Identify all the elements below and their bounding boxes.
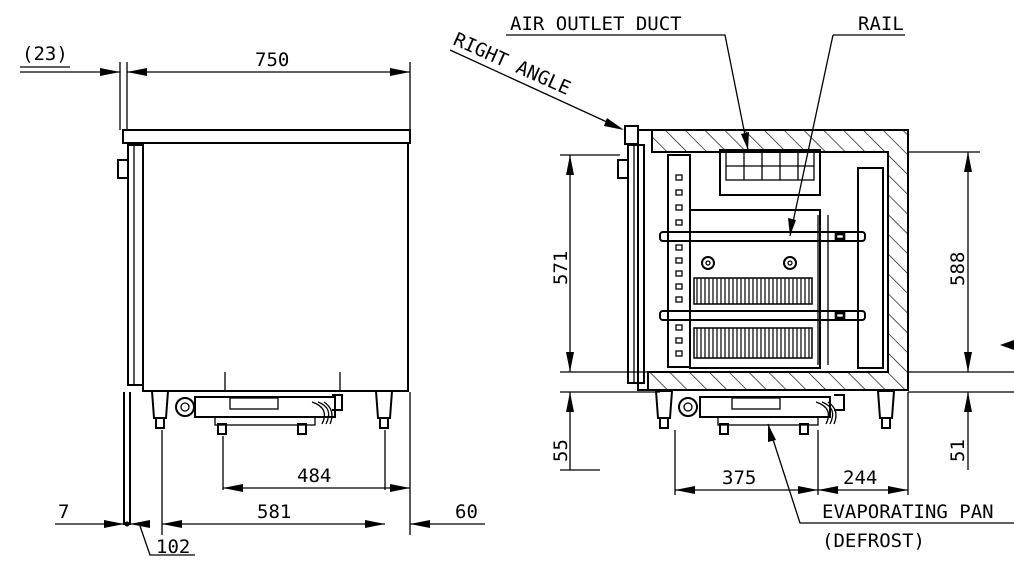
dim-7: 7 (58, 501, 69, 523)
dim-244: 244 (843, 467, 877, 489)
inner-panel (857, 167, 884, 369)
dim-484: 484 (297, 465, 331, 487)
dim-750: 750 (255, 49, 289, 71)
section-pan (699, 396, 831, 418)
rail-lower (659, 310, 866, 321)
door-handle (117, 159, 128, 179)
label-right-angle: RIGHT ANGLE (450, 28, 574, 99)
dim-375: 375 (722, 467, 756, 489)
fan-icon (783, 256, 797, 270)
door (127, 144, 144, 386)
dim-102: 102 (156, 536, 190, 558)
side-pan (194, 396, 336, 418)
right-angle-leader (449, 49, 621, 129)
section-door (627, 144, 645, 384)
right-column (817, 215, 829, 365)
air-duct-leader (506, 34, 749, 151)
rack (667, 154, 691, 368)
dim-588: 588 (947, 252, 969, 286)
dim-60: 60 (455, 501, 478, 523)
dim-51: 51 (947, 439, 969, 462)
air-outlet-duct (719, 149, 821, 196)
fan-icon (701, 256, 715, 270)
label-air-outlet-duct: AIR OUTLET DUCT (510, 13, 682, 35)
dim-571: 571 (550, 251, 572, 285)
leg-left (150, 390, 170, 419)
grille-upper (693, 277, 813, 305)
leg-right (374, 390, 394, 419)
top-plate (122, 129, 411, 144)
evaporator-unit (689, 209, 821, 369)
side-body (142, 142, 409, 392)
rail-upper (659, 231, 866, 242)
label-rail: RAIL (858, 13, 904, 35)
side-view: 750 (23) 484 581 7 60 102 (20, 43, 485, 558)
dim-23: (23) (22, 43, 68, 65)
pan-leader (767, 423, 1014, 524)
right-angle-part (624, 125, 639, 145)
grille-lower (693, 327, 813, 359)
dim-55: 55 (550, 439, 572, 462)
rail-leader (789, 34, 834, 237)
label-evaporating-pan: EVAPORATING PAN (822, 501, 994, 523)
rack-slots (675, 174, 683, 357)
label-defrost: (DEFROST) (822, 530, 925, 552)
section-view: 571 55 588 51 375 244 AIR OUTLET DUCT RA… (449, 13, 1014, 552)
dim-581: 581 (257, 501, 291, 523)
